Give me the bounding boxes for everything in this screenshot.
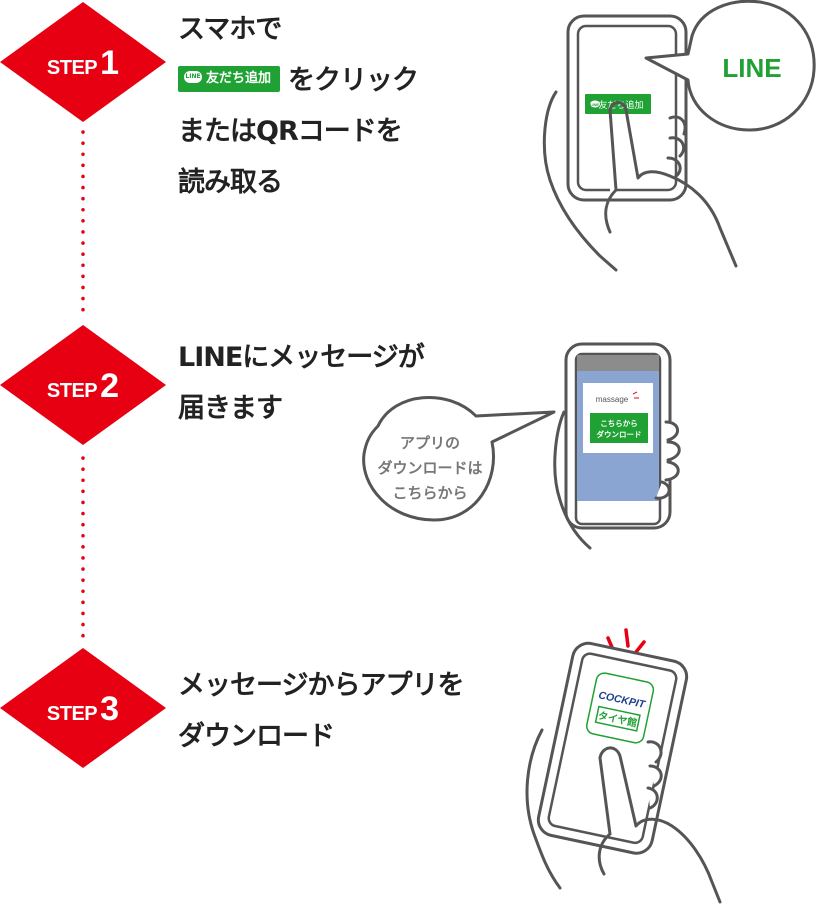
smartphone-icon: massage こちらから ダウンロード [564, 342, 672, 530]
step-2-label: STEP2 [0, 367, 166, 406]
step-2-illustration: massage こちらから ダウンロード アプリの ダウンロードは こちらから [362, 342, 681, 550]
step-1-badge: STEP1 [0, 2, 166, 122]
step-1-line-3: またはQRコードを [178, 116, 403, 147]
step-2-word: STEP [46, 380, 98, 402]
hand-icon [525, 728, 722, 904]
step-3-line-2: ダウンロード [178, 721, 335, 752]
download-line-2: ダウンロード [597, 429, 642, 439]
step-3-line-1: メッセージからアプリを [178, 670, 464, 701]
step-1-line-2: LINE 友だち追加をクリック [178, 55, 419, 106]
step-1-line-1: スマホで [178, 14, 282, 45]
hand-icon [542, 90, 738, 272]
step-2-number: 2 [100, 367, 120, 405]
screen-line-icon-text: LINE [590, 102, 599, 107]
step-2-line-1: LINEにメッセージが [178, 342, 425, 373]
line-add-friend-badge: LINE 友だち追加 [178, 65, 281, 92]
step-1-line-2-text: をクリック [288, 65, 419, 96]
step-2-diamond-shape [0, 325, 166, 445]
speech-bubble-icon: LINE [644, 0, 816, 132]
step-2-badge: STEP2 [0, 325, 166, 445]
step-1-number: 1 [100, 44, 120, 82]
step-2-line-2: 届きます [178, 393, 283, 424]
step-2-text: LINEにメッセージが 届きます [178, 332, 425, 434]
step-connector-1 [81, 130, 85, 320]
download-line-1: こちらから [600, 419, 638, 428]
step-3-diamond-shape [0, 648, 166, 768]
bubble-line-2: ダウンロードは [377, 459, 482, 477]
hand-icon [553, 410, 681, 550]
step-3-text: メッセージからアプリを ダウンロード [178, 660, 464, 762]
step-3-illustration: COCKPIT タイヤ館 [525, 628, 722, 904]
step-1-word: STEP [46, 57, 98, 79]
cockpit-app-icon [585, 672, 655, 744]
bubble-line-text: LINE [722, 53, 781, 83]
step-3-badge: STEP3 [0, 648, 166, 768]
line-logo-icon: LINE [184, 71, 202, 83]
step-1-text: スマホで LINE 友だち追加をクリック またはQRコードを 読み取る [178, 4, 419, 208]
step-1-diamond-shape [0, 2, 166, 122]
line-add-friend-label: 友だち追加 [206, 70, 272, 86]
step-3-label: STEP3 [0, 690, 166, 729]
step-3-number: 3 [100, 690, 120, 728]
step-1-line-4: 読み取る [178, 167, 283, 198]
download-button [590, 413, 648, 443]
step-1-illustration: LINE 友だち追加 LINE [542, 0, 816, 272]
speech-bubble-icon: アプリの ダウンロードは こちらから [362, 396, 556, 522]
bubble-line-3: こちらから [392, 485, 467, 502]
step-connector-2 [81, 456, 85, 646]
message-title: massage [596, 395, 629, 404]
step-1-label: STEP1 [0, 44, 166, 83]
bubble-line-1: アプリの [400, 435, 460, 452]
step-3-word: STEP [46, 703, 98, 725]
